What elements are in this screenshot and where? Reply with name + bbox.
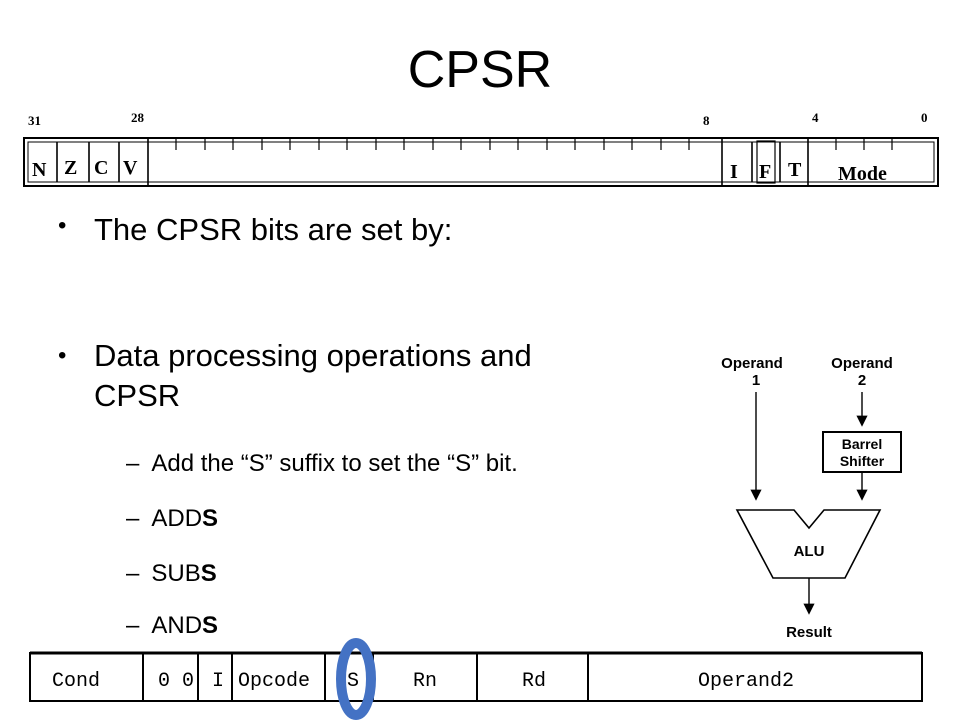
- subitem-adds: –ADDS: [126, 505, 218, 533]
- barrel-shifter-box: [822, 431, 902, 473]
- subitem-suffix: S: [202, 612, 219, 639]
- field-operand2: Operand2: [698, 670, 794, 693]
- operand-2-number: 2: [858, 372, 866, 389]
- field-i: I: [212, 670, 224, 693]
- flag-f: F: [759, 161, 771, 183]
- bullet-dot-icon: •: [58, 212, 67, 239]
- bullet-2: • Data processing operations and CPSR: [58, 336, 532, 416]
- dash-glyph: –: [126, 560, 140, 587]
- bit-number-31: 31: [28, 113, 41, 128]
- bullet-dot-icon: •: [58, 342, 67, 369]
- subitem-s-suffix: –Add the “S” suffix to set the “S” bit.: [126, 450, 518, 478]
- flag-v: V: [123, 157, 138, 179]
- field-zero-b: 0: [182, 670, 194, 693]
- operand-2-label: Operand: [831, 355, 893, 372]
- operand-1-number: 1: [752, 372, 760, 389]
- barrel-shifter-label-2: Shifter: [840, 453, 885, 469]
- cpsr-bit-numbers: 31 28 8 4 0: [28, 110, 928, 128]
- dash-glyph: –: [126, 450, 140, 477]
- bullet-1: • The CPSR bits are set by:: [58, 212, 452, 248]
- subitem-text: Add the “S” suffix to set the “S” bit.: [151, 450, 518, 477]
- subitem-suffix: S: [202, 505, 219, 532]
- field-opcode: Opcode: [238, 670, 310, 693]
- field-cond: Cond: [52, 670, 100, 693]
- field-zero-a: 0: [158, 670, 170, 693]
- bit-number-4: 4: [812, 110, 819, 125]
- operand-1-label: Operand: [721, 355, 783, 372]
- cpsr-reserved-ticks: [175, 138, 893, 150]
- flag-t: T: [788, 159, 802, 181]
- subitem-text: AND: [151, 612, 203, 639]
- cpsr-register-frame: [23, 137, 939, 187]
- flag-c: C: [94, 157, 108, 179]
- field-s: S: [347, 670, 359, 693]
- alu-label: ALU: [794, 543, 825, 560]
- bullet-2-line-2: CPSR: [94, 378, 181, 413]
- slide-title: CPSR: [407, 41, 553, 99]
- flag-z: Z: [64, 157, 77, 179]
- dash-glyph: –: [126, 612, 140, 639]
- subitem-text: ADD: [151, 505, 203, 532]
- bit-number-0: 0: [921, 110, 928, 125]
- subitem-subs: –SUBS: [126, 560, 217, 588]
- result-label: Result: [786, 624, 832, 641]
- flag-i: I: [730, 161, 738, 183]
- subitem-ands: –ANDS: [126, 612, 218, 640]
- bullet-2-line-1: Data processing operations and: [94, 338, 532, 373]
- bullet-1-text: The CPSR bits are set by:: [94, 212, 453, 247]
- mode-field: Mode: [838, 163, 887, 185]
- dash-glyph: –: [126, 505, 140, 532]
- barrel-shifter-label-1: Barrel: [842, 436, 882, 452]
- alu-shape: [735, 509, 882, 579]
- subitem-text: SUB: [151, 560, 201, 587]
- flag-n: N: [32, 159, 47, 181]
- bit-number-28: 28: [131, 110, 145, 125]
- bit-number-8: 8: [703, 113, 710, 128]
- subitem-suffix: S: [200, 560, 217, 587]
- field-rn: Rn: [413, 670, 437, 693]
- s-bit-highlight-oval: [336, 638, 376, 720]
- field-rd: Rd: [522, 670, 546, 693]
